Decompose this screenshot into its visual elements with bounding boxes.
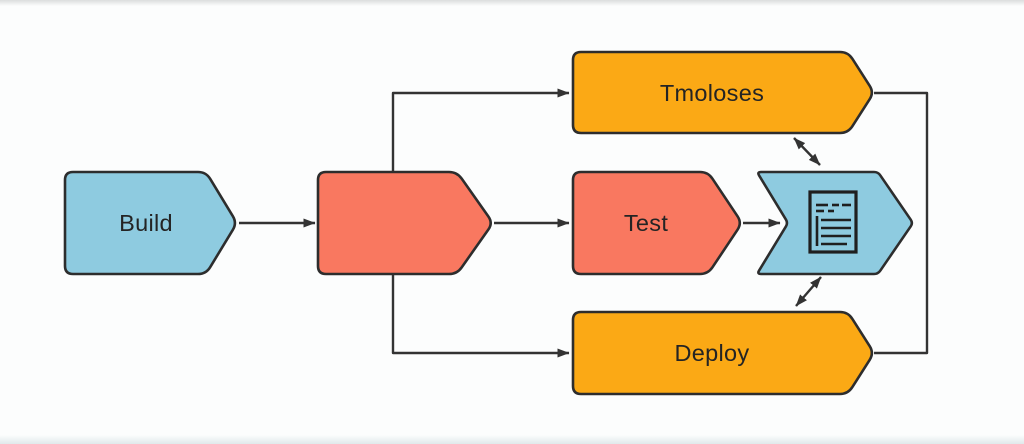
connector-bidir-artifact-deploy <box>795 276 822 307</box>
node-artifact[interactable] <box>757 170 914 276</box>
connector-stage-to-deploy <box>391 274 570 358</box>
node-test-label: Test <box>624 210 668 236</box>
node-tmoloses[interactable] <box>571 50 874 135</box>
labels: Build Tmoloses Test Deploy <box>119 80 764 366</box>
connector-loop-tmoloses-deploy <box>874 91 929 355</box>
connector-stage-to-tmoloses <box>391 88 570 172</box>
document-list-icon <box>808 190 858 254</box>
node-test[interactable] <box>571 170 742 276</box>
node-build-label: Build <box>119 210 173 236</box>
node-stage[interactable] <box>316 170 492 276</box>
node-build[interactable] <box>63 170 237 276</box>
node-tmoloses-label: Tmoloses <box>660 80 764 106</box>
node-deploy[interactable] <box>571 310 874 396</box>
connectors <box>239 88 929 358</box>
connector-bidir-tmoloses-artifact <box>793 137 821 166</box>
nodes <box>63 50 914 396</box>
node-deploy-label: Deploy <box>675 340 750 366</box>
